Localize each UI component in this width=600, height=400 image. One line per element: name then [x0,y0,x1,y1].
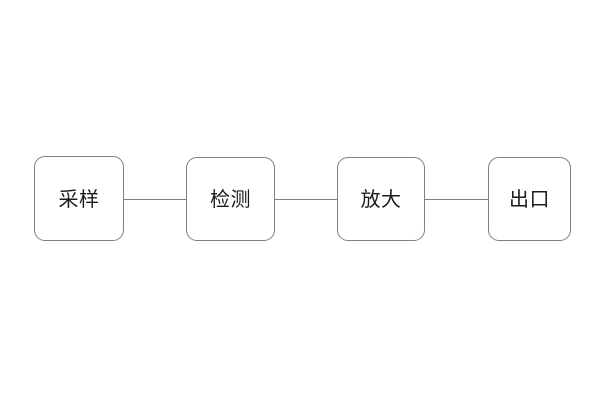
node-outlet[interactable]: 出口 [488,157,571,241]
edge-amplification-to-outlet [425,199,488,200]
node-sampling-label: 采样 [58,186,100,211]
edge-sampling-to-detection [124,199,186,200]
node-detection[interactable]: 检测 [186,157,275,241]
node-outlet-label: 出口 [509,187,550,211]
node-detection-label: 检测 [210,187,251,211]
node-sampling[interactable]: 采样 [34,156,124,241]
node-amplification-label: 放大 [360,187,402,211]
edge-detection-to-amplification [275,199,337,200]
node-amplification[interactable]: 放大 [337,157,425,241]
